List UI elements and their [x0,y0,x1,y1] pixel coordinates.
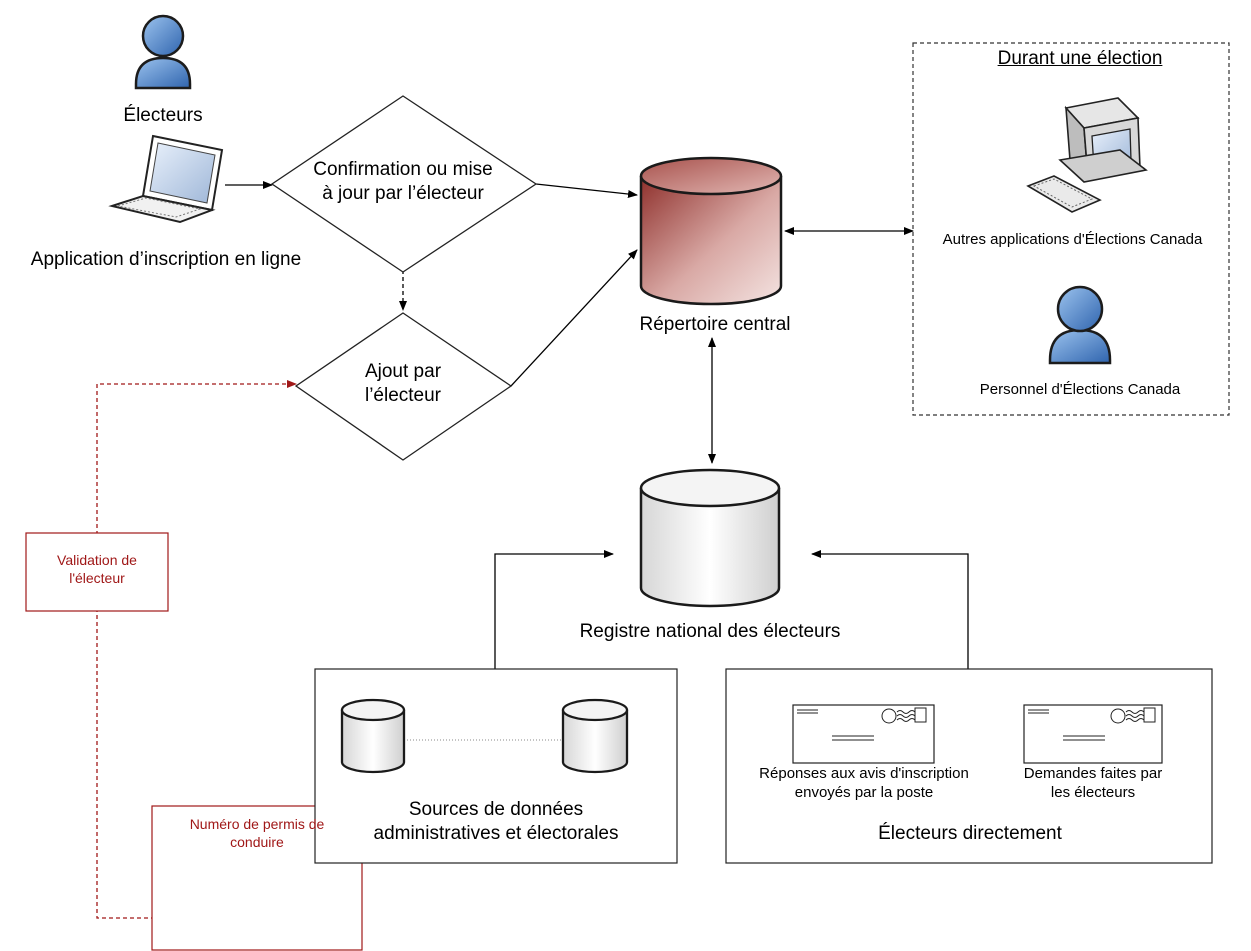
request-envelope-icon [1023,704,1163,764]
voters-direct-box [725,668,1213,864]
addition-label: Ajout par l’électeur [333,360,473,408]
licence-line-1: Numéro de permis de [189,816,325,832]
validation-path [96,380,297,919]
staff-label: Personnel d'Élections Canada [979,381,1181,398]
requests-line-1: Demandes faites par [1023,765,1163,782]
staff-person-icon [1048,285,1112,365]
validation-line-2: l'électeur [69,569,125,586]
licence-label: Numéro de permis de conduire [156,816,358,851]
confirmation-line-2: à jour par l’électeur [322,182,484,204]
national-register-db-icon [639,468,781,608]
addition-line-2: l’électeur [364,384,442,406]
national-register-label: Registre national des électeurs [579,621,841,642]
requests-line-2: les électeurs [1050,783,1136,801]
validation-box [25,532,169,612]
connector-voters-direct-to-register [811,550,969,669]
addition-decision [294,312,513,461]
central-repository-db-icon [639,156,783,306]
laptop-icon [108,134,224,224]
during-election-box [912,42,1230,416]
admin-source-db-icon [340,698,406,774]
admin-sources-label: Sources de données administratives et él… [330,798,662,846]
confirmation-label: Confirmation ou mise à jour par l’électe… [283,158,523,206]
confirmation-line-1: Confirmation ou mise [313,159,493,180]
voter-person-icon [134,14,192,90]
electoral-source-db-icon [561,698,629,774]
online-app-label: Application d’inscription en ligne [30,249,302,270]
central-repository-label: Répertoire central [639,314,791,335]
licence-line-2: conduire [230,833,284,850]
arrow-confirmation-to-repository [535,183,638,199]
validation-label: Validation de l'électeur [30,552,164,587]
requests-label: Demandes faites par les électeurs [1003,765,1183,803]
connector-admin-sources-to-register [494,550,614,669]
mail-envelope-icon [792,704,935,764]
validation-line-1: Validation de [57,552,137,568]
other-apps-label: Autres applications d'Élections Canada [942,231,1203,248]
during-election-title: Durant une élection [997,48,1163,69]
voters-label: Électeurs [123,105,203,126]
confirmation-decision [270,95,538,273]
admin-sources-line-1: Sources de données [408,799,584,820]
desktop-computer-icon [1026,97,1148,213]
mail-replies-line-1: Réponses aux avis d'inscription [759,765,969,782]
mail-replies-label: Réponses aux avis d'inscription envoyés … [733,765,995,803]
voters-direct-label: Électeurs directement [878,823,1062,844]
admin-sources-line-2: administratives et électorales [373,822,619,844]
mail-replies-line-2: envoyés par la poste [794,783,934,801]
addition-line-1: Ajout par [364,361,442,382]
arrow-addition-to-repository [510,249,638,387]
